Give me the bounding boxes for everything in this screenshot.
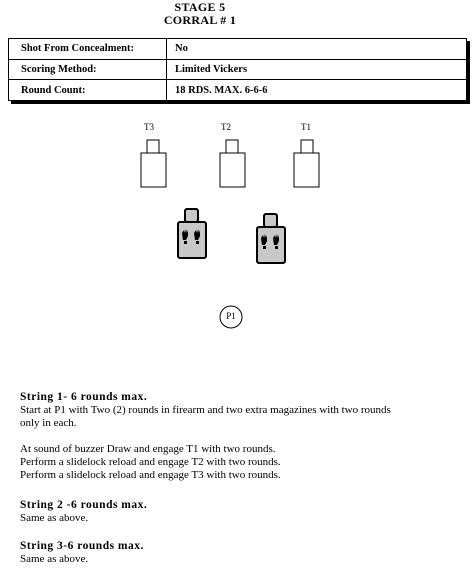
no-shoot-target-right bbox=[256, 213, 286, 264]
string-1-line-2: only in each. bbox=[20, 417, 77, 429]
open-hands-icon bbox=[182, 229, 200, 244]
course-title: CORRAL # 1 bbox=[163, 13, 237, 27]
no-shoot-target-left bbox=[177, 208, 207, 259]
target-label-t2: T2 bbox=[221, 122, 231, 132]
target-label-t3: T3 bbox=[144, 122, 154, 132]
open-hands-icon bbox=[261, 234, 279, 249]
diagram-drawing bbox=[140, 139, 320, 329]
target-label-t1: T1 bbox=[301, 122, 311, 132]
table-shadow-right bbox=[467, 41, 470, 104]
scoring-method-value: Limited Vickers bbox=[166, 58, 467, 81]
round-count-value: 18 RDS. MAX. 6-6-6 bbox=[166, 79, 467, 101]
string-1-heading: String 1- 6 rounds max. bbox=[20, 391, 148, 403]
round-count-label: Round Count: bbox=[8, 79, 167, 101]
concealment-value: No bbox=[166, 38, 467, 60]
string-1-line-4: At sound of buzzer Draw and engage T1 wi… bbox=[20, 443, 276, 455]
string-3-line-1: Same as above. bbox=[20, 553, 89, 565]
target-t1 bbox=[293, 139, 320, 188]
string-1-line-1: Start at P1 with Two (2) rounds in firea… bbox=[20, 404, 391, 416]
string-3-heading: String 3-6 rounds max. bbox=[20, 540, 144, 552]
table-row: Shot From Concealment: No bbox=[8, 38, 467, 60]
target-t2 bbox=[219, 139, 246, 188]
shooting-position-marker bbox=[219, 305, 243, 329]
concealment-label: Shot From Concealment: bbox=[8, 38, 167, 60]
string-1-block: String 1- 6 rounds max. Start at P1 with… bbox=[20, 391, 391, 482]
table-row: Round Count: 18 RDS. MAX. 6-6-6 bbox=[8, 79, 467, 101]
stage-title: STAGE 5 bbox=[174, 0, 226, 14]
target-t3 bbox=[140, 139, 167, 188]
string-1-line-6: Perform a slidelock reload and engage T3… bbox=[20, 469, 281, 481]
string-2-heading: String 2 -6 rounds max. bbox=[20, 499, 148, 511]
table-row: Scoring Method: Limited Vickers bbox=[8, 58, 467, 81]
stage-info-table: Shot From Concealment: No Scoring Method… bbox=[8, 38, 467, 101]
stage-diagram: T3 T2 T1 bbox=[0, 110, 472, 350]
scoring-method-label: Scoring Method: bbox=[8, 58, 167, 81]
string-1-line-5: Perform a slidelock reload and engage T2… bbox=[20, 456, 281, 468]
table-shadow-bottom bbox=[11, 101, 470, 104]
string-2-line-1: Same as above. bbox=[20, 512, 89, 524]
string-2-block: String 2 -6 rounds max. Same as above. bbox=[20, 499, 147, 525]
string-3-block: String 3-6 rounds max. Same as above. bbox=[20, 540, 144, 566]
position-label-p1: P1 bbox=[226, 311, 236, 321]
